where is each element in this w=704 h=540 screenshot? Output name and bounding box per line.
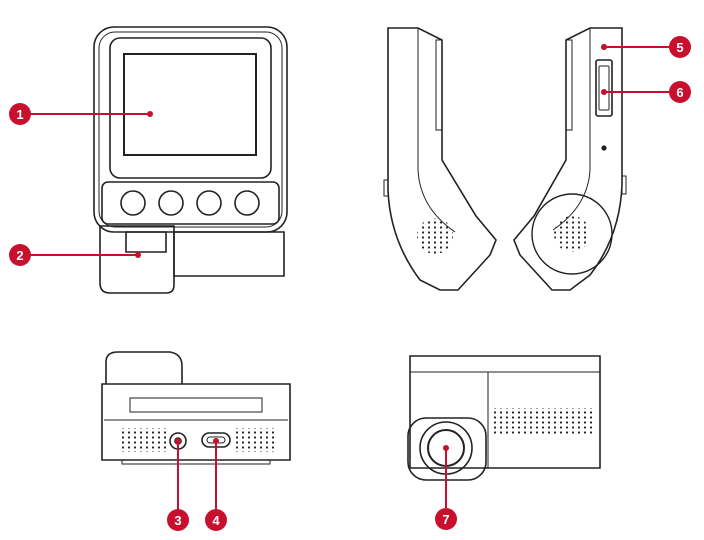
button-4 (234, 190, 260, 216)
callout-4-label: 4 (212, 513, 220, 528)
callout-3-label: 3 (174, 513, 181, 528)
front-buttons (120, 190, 260, 216)
side-view-right (513, 27, 627, 291)
callout-5-label: 5 (676, 40, 683, 55)
side-button (595, 59, 613, 117)
screen (123, 53, 257, 156)
callout-2: 2 (9, 244, 141, 266)
speaker-grille-left (417, 218, 453, 254)
callout-6: 6 (601, 81, 691, 103)
button-1 (120, 190, 146, 216)
callout-1: 1 (9, 103, 153, 125)
callout-3: 3 (167, 438, 189, 531)
side-view-left (383, 27, 497, 291)
button-3 (196, 190, 222, 216)
callout-6-label: 6 (676, 85, 683, 100)
callout-7: 7 (435, 445, 457, 530)
callouts: 1 2 3 4 5 (9, 36, 691, 531)
callout-2-label: 2 (16, 248, 23, 263)
callout-4: 4 (205, 438, 227, 531)
callout-7-label: 7 (442, 512, 449, 527)
button-2 (158, 190, 184, 216)
front-view (93, 26, 288, 294)
callout-1-label: 1 (16, 107, 23, 122)
callout-5: 5 (601, 36, 691, 58)
speaker-grille-right (554, 216, 590, 252)
rear-view (407, 355, 601, 481)
bottom-view (101, 351, 291, 465)
